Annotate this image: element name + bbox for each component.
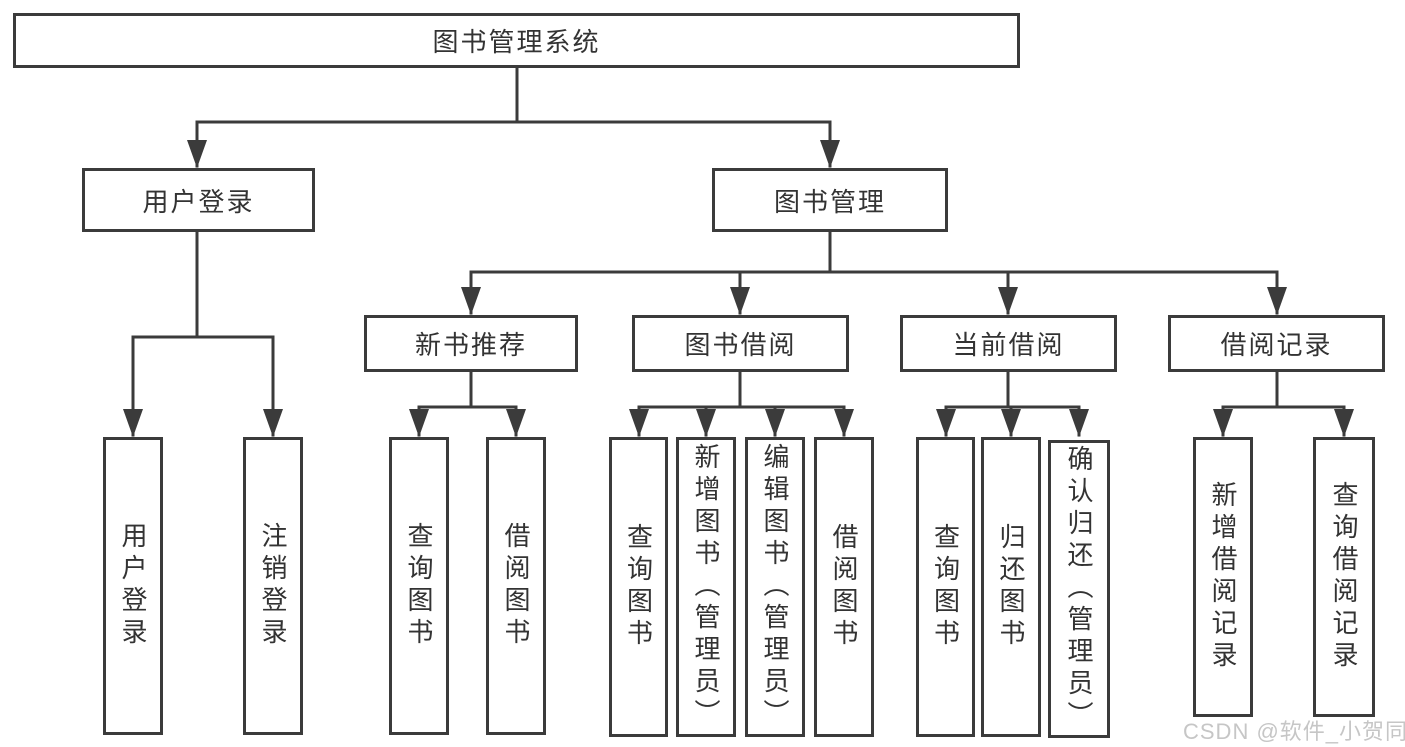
leaf-query-books-borrow: 查询图书 (609, 437, 668, 737)
leaf-edit-book-admin: 编辑图书（管理员） (745, 437, 805, 737)
node-borrow-records: 借阅记录 (1168, 315, 1385, 372)
leaf-add-borrow-record: 新增借阅记录 (1193, 437, 1253, 717)
node-label: 图书管理 (773, 186, 886, 217)
leaf-borrow-books: 借阅图书 (814, 437, 874, 737)
leaf-user-login: 用户登录 (103, 437, 163, 735)
leaf-return-book: 归还图书 (981, 437, 1041, 737)
node-label: 查询图书 (930, 523, 961, 651)
node-label: 借阅记录 (1220, 330, 1333, 360)
leaf-query-books-recommend: 查询图书 (389, 437, 449, 735)
node-label: 归还图书 (996, 523, 1026, 651)
leaf-borrow-books-recommend: 借阅图书 (486, 437, 546, 735)
node-current-borrow: 当前借阅 (900, 315, 1117, 372)
node-label: 当前借阅 (952, 330, 1065, 360)
node-label: 图书管理系统 (432, 27, 601, 57)
node-label: 注销登录 (258, 522, 288, 650)
node-book-borrow: 图书借阅 (632, 315, 849, 372)
node-user-login: 用户登录 (82, 168, 315, 232)
node-label: 查询图书 (623, 523, 654, 651)
csdn-watermark: CSDN @软件_小贺同学 (1183, 719, 1405, 744)
node-label: 新书推荐 (414, 330, 527, 360)
leaf-confirm-return-admin: 确认归还（管理员） (1048, 440, 1110, 738)
node-new-book-recommend: 新书推荐 (364, 315, 578, 372)
node-label: 图书借阅 (684, 330, 797, 360)
node-label: 新增借阅记录 (1208, 481, 1238, 673)
leaf-add-book-admin: 新增图书（管理员） (676, 437, 736, 737)
node-label: 借阅图书 (501, 522, 531, 650)
node-label: 用户登录 (118, 522, 148, 650)
leaf-logout: 注销登录 (243, 437, 303, 735)
node-book-management: 图书管理 (712, 168, 948, 232)
leaf-query-borrow-record: 查询借阅记录 (1313, 437, 1375, 717)
node-label: 查询图书 (404, 522, 434, 650)
node-root: 图书管理系统 (13, 13, 1020, 68)
node-label: 借阅图书 (829, 523, 859, 651)
node-label: 用户登录 (142, 186, 255, 217)
node-label: 确认归还（管理员） (1064, 445, 1094, 733)
node-label: 新增图书（管理员） (691, 443, 721, 731)
leaf-query-books-current: 查询图书 (916, 437, 975, 737)
node-label: 编辑图书（管理员） (760, 443, 790, 731)
node-label: 查询借阅记录 (1329, 481, 1359, 673)
